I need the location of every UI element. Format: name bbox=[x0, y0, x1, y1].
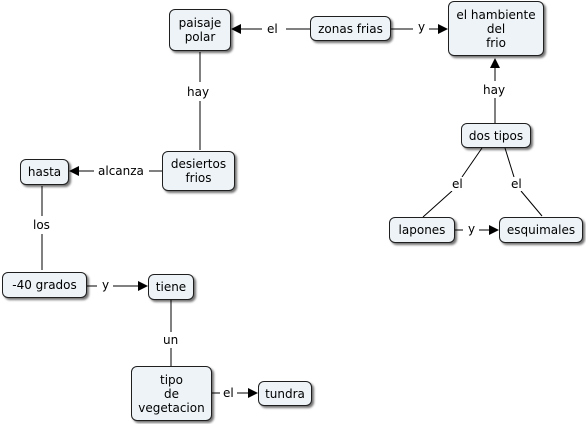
concept-dos-tipos[interactable]: dos tipos bbox=[461, 123, 531, 148]
concept-hasta[interactable]: hasta bbox=[20, 159, 69, 185]
concept-desiertos-frios[interactable]: desiertos frios bbox=[162, 151, 235, 191]
link-y-zonas-ambiente: y bbox=[415, 20, 429, 34]
concept-paisaje-polar[interactable]: paisaje polar bbox=[169, 9, 231, 51]
link-y-grados-tiene: y bbox=[99, 278, 113, 292]
concept-tundra[interactable]: tundra bbox=[258, 381, 312, 406]
link-el-dos-esquimales: el bbox=[508, 177, 525, 191]
link-los: los bbox=[30, 218, 53, 232]
concept-esquimales[interactable]: esquimales bbox=[499, 217, 583, 243]
concept-lapones[interactable]: lapones bbox=[389, 217, 455, 243]
line-el-esquimales bbox=[520, 190, 543, 217]
concept-el-hambiente-del-frio[interactable]: el hambiente del frio bbox=[448, 1, 544, 56]
line-dos-el-left bbox=[461, 147, 483, 178]
concept-zonas-frias[interactable]: zonas frias bbox=[310, 16, 391, 41]
concept-tiene[interactable]: tiene bbox=[148, 274, 194, 300]
link-hay-paisaje-desiertos: hay bbox=[184, 85, 213, 99]
link-el-zonas-paisaje: el bbox=[264, 22, 281, 36]
link-hay-dos-ambiente: hay bbox=[480, 83, 509, 97]
link-y-lapones-esquimales: y bbox=[465, 222, 479, 236]
link-alcanza: alcanza bbox=[95, 164, 147, 178]
link-un: un bbox=[160, 333, 182, 347]
concept-tipo-de-vegetacion[interactable]: tipo de vegetacion bbox=[131, 366, 212, 421]
line-el-lapones bbox=[422, 190, 453, 218]
link-el-dos-lapones: el bbox=[449, 177, 466, 191]
concept-menos-40-grados[interactable]: -40 grados bbox=[2, 272, 87, 298]
link-el-tipo-tundra: el bbox=[220, 386, 237, 400]
line-dos-el-right bbox=[504, 147, 515, 178]
